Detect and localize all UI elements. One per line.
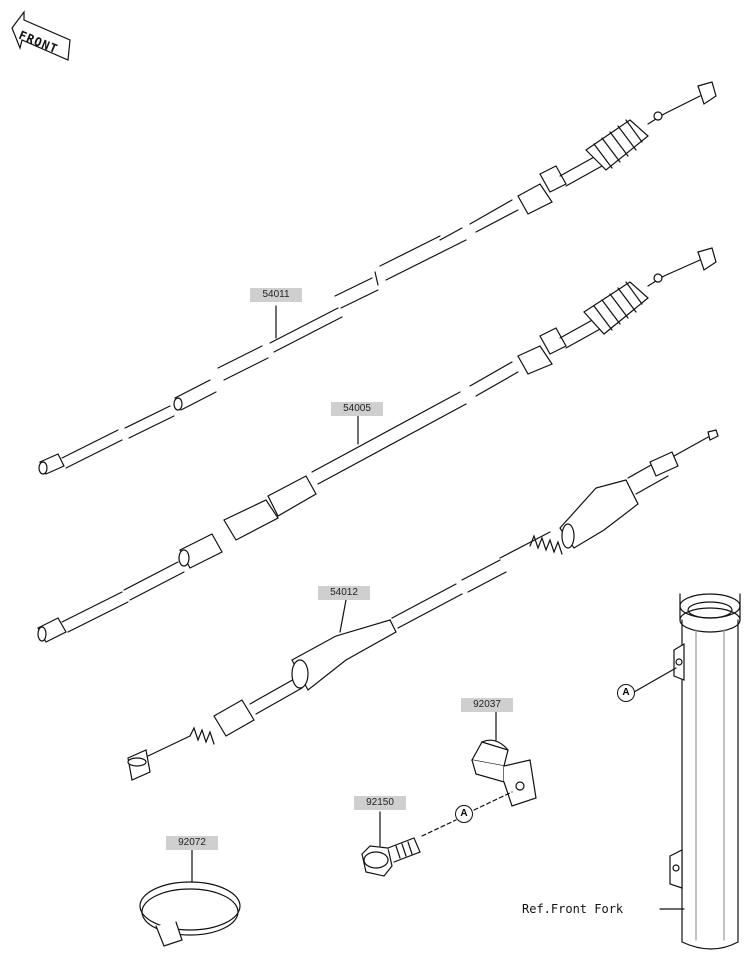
cable-54012 xyxy=(127,429,719,781)
band-92072 xyxy=(139,881,241,947)
clamp-92037 xyxy=(471,739,537,807)
part-label-92072: 92072 xyxy=(166,836,218,850)
front-arrow-icon xyxy=(11,10,71,61)
bolt-92150 xyxy=(361,837,421,877)
cable-54005 xyxy=(37,247,717,643)
ref-front-fork-label: Ref.Front Fork xyxy=(522,902,624,916)
part-label-92150: 92150 xyxy=(354,796,406,810)
callout-a-fork: A xyxy=(617,684,635,702)
part-label-54012: 54012 xyxy=(318,586,370,600)
part-label-54011: 54011 xyxy=(250,288,302,302)
callout-a-clamp: A xyxy=(455,805,473,823)
cable-54011 xyxy=(38,81,717,475)
part-label-92037: 92037 xyxy=(461,698,513,712)
part-label-54005: 54005 xyxy=(331,402,383,416)
front-fork xyxy=(669,593,741,950)
